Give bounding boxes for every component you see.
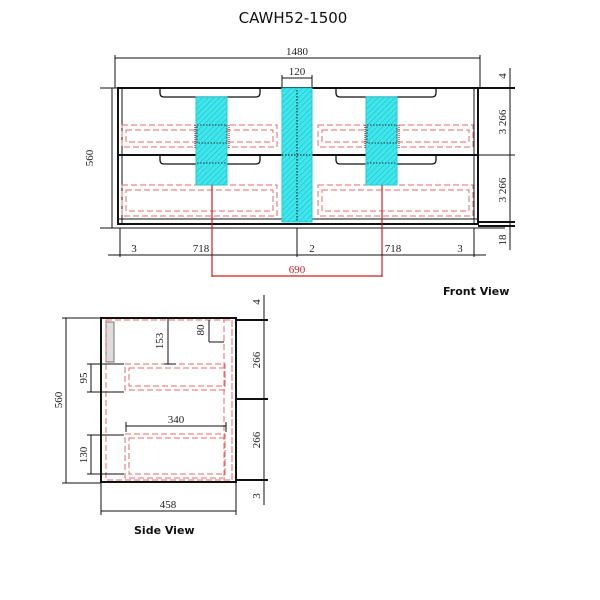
right-dim-bottom: 18 xyxy=(497,234,509,246)
side-right-dim-lower: 266 xyxy=(251,431,263,448)
side-view-label: Side View xyxy=(134,524,195,537)
lower-drawer-height-dim: 130 xyxy=(78,446,90,463)
handle-drop-dim: 80 xyxy=(195,324,207,336)
front-height-dim: 560 xyxy=(84,149,96,166)
plumbing-span-dim: 690 xyxy=(289,264,306,276)
right-plumbing-cutout xyxy=(365,96,398,186)
overall-width-dim: 1480 xyxy=(286,46,309,58)
side-view: 560 153 80 95 130 340 xyxy=(53,295,268,537)
side-right-dim-top: 4 xyxy=(251,299,263,305)
front-view: 1480 120 xyxy=(84,46,515,298)
upper-drawer-height-dim: 95 xyxy=(78,372,90,384)
right-dim-upper: 3 266 xyxy=(497,109,509,134)
center-gap-dim: 120 xyxy=(289,66,306,78)
drawing-title: CAWH52-1500 xyxy=(239,9,348,27)
bottom-dim-left-width: 718 xyxy=(193,243,210,255)
side-height-dim: 560 xyxy=(53,391,65,408)
side-depth-dim: 458 xyxy=(160,499,177,511)
right-dim-top: 4 xyxy=(497,73,509,79)
side-right-dim-bottom: 3 xyxy=(251,493,263,499)
side-right-dim-upper: 266 xyxy=(251,351,263,368)
lower-drawer-depth-dim: 340 xyxy=(168,414,185,426)
bottom-dim-right-edge: 3 xyxy=(457,243,463,255)
top-offset-dim: 153 xyxy=(154,332,166,349)
right-dim-lower: 3 266 xyxy=(497,177,509,202)
left-plumbing-cutout xyxy=(195,96,228,186)
bottom-dim-right-width: 718 xyxy=(385,243,402,255)
bottom-dim-left-edge: 3 xyxy=(131,243,137,255)
bottom-dim-center: 2 xyxy=(309,243,315,255)
front-view-label: Front View xyxy=(443,285,509,298)
